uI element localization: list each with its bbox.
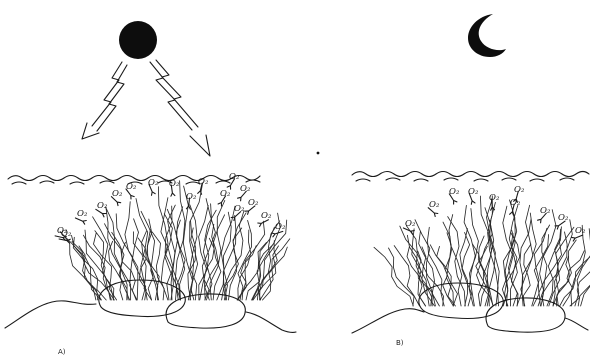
oxygen-bubbles-b: O₂ O₂ O₂ O₂ O₂ O₂ O₂ O₂ O₂ O₂ bbox=[403, 185, 586, 241]
algae-filament bbox=[217, 206, 235, 300]
oxygen-bubble: O₂ bbox=[111, 189, 123, 206]
oxygen-bubble: O₂ bbox=[489, 193, 500, 210]
stray-dot bbox=[317, 152, 320, 155]
algae-filament bbox=[570, 258, 590, 306]
o2-label: O₂ bbox=[112, 189, 123, 199]
algae-filament bbox=[581, 236, 590, 306]
o2-label: O₂ bbox=[405, 219, 416, 229]
o2-label: O₂ bbox=[514, 185, 525, 195]
algae-filament bbox=[437, 246, 456, 306]
o2-label: O₂ bbox=[261, 211, 272, 221]
oxygen-bubble: O₂ bbox=[538, 206, 551, 223]
algae-filament bbox=[252, 227, 275, 300]
algae-filament bbox=[93, 217, 114, 300]
algae-filament bbox=[213, 215, 225, 300]
water-surface-b bbox=[352, 172, 589, 182]
algae-filament bbox=[575, 229, 590, 306]
oxygen-bubble: O₂ bbox=[227, 172, 240, 189]
oxygen-bubble: O₂ bbox=[198, 177, 209, 194]
algae-filament bbox=[563, 251, 584, 306]
oxygen-bubble: O₂ bbox=[148, 178, 159, 195]
algae-filament bbox=[523, 244, 531, 306]
oxygen-bubble: O₂ bbox=[245, 198, 259, 214]
o2-label: O₂ bbox=[275, 222, 286, 232]
o2-label: O₂ bbox=[575, 226, 586, 236]
panel-b: O₂ O₂ O₂ O₂ O₂ O₂ O₂ O₂ O₂ O₂ B) bbox=[352, 14, 590, 347]
algae-filament bbox=[578, 245, 590, 306]
algae-filament bbox=[478, 236, 484, 306]
oxygen-bubble: O₂ bbox=[75, 209, 88, 224]
algae-filament bbox=[476, 246, 488, 306]
algae-filament bbox=[61, 233, 102, 301]
o2-label: O₂ bbox=[489, 193, 500, 203]
oxygen-bubble: O₂ bbox=[218, 189, 231, 206]
o2-label: O₂ bbox=[97, 201, 108, 211]
oxygen-bubble: O₂ bbox=[258, 211, 272, 227]
o2-label: O₂ bbox=[57, 226, 68, 236]
algae-filament bbox=[394, 246, 419, 306]
o2-label: O₂ bbox=[229, 172, 240, 182]
light-ray-arrow-left bbox=[82, 62, 127, 139]
o2-label: O₂ bbox=[186, 192, 197, 202]
algae-filament bbox=[177, 207, 185, 300]
o2-label: O₂ bbox=[77, 209, 88, 219]
algae-filament bbox=[237, 246, 256, 300]
o2-label: O₂ bbox=[429, 200, 440, 210]
panel-label-a: A) bbox=[58, 348, 66, 356]
oxygen-bubble: O₂ bbox=[449, 187, 460, 204]
algae-filament bbox=[538, 210, 556, 306]
panel-label-b: B) bbox=[396, 339, 404, 347]
o2-arrow bbox=[572, 235, 583, 241]
oxygen-bubble: O₂ bbox=[169, 179, 180, 196]
light-ray-arrow-right bbox=[150, 60, 210, 156]
algae-filament bbox=[225, 211, 244, 300]
oxygen-bubble: O₂ bbox=[96, 201, 108, 217]
oxygen-bubble: O₂ bbox=[572, 226, 586, 241]
oxygen-bubble: O₂ bbox=[468, 187, 479, 204]
algae-filament bbox=[152, 232, 164, 300]
oxygen-bubble: O₂ bbox=[428, 200, 440, 217]
algae-filament bbox=[204, 238, 214, 300]
o2-label: O₂ bbox=[169, 179, 180, 189]
o2-label: O₂ bbox=[558, 213, 569, 223]
o2-label: O₂ bbox=[510, 198, 521, 208]
crescent-moon-icon bbox=[468, 14, 506, 57]
oxygen-bubble: O₂ bbox=[126, 182, 137, 199]
oxygen-bubble: O₂ bbox=[186, 192, 197, 209]
algae-filament bbox=[460, 229, 468, 307]
o2-label: O₂ bbox=[220, 189, 231, 199]
sun-icon bbox=[119, 21, 157, 59]
algae-filament bbox=[60, 232, 96, 301]
oxygen-bubble: O₂ bbox=[555, 213, 569, 229]
algae-filament bbox=[260, 239, 290, 300]
algae-filament bbox=[553, 220, 572, 306]
algae-filament bbox=[464, 205, 475, 306]
algae-filament bbox=[443, 222, 453, 306]
algae-filament bbox=[400, 226, 435, 306]
o2-label: O₂ bbox=[198, 177, 209, 187]
